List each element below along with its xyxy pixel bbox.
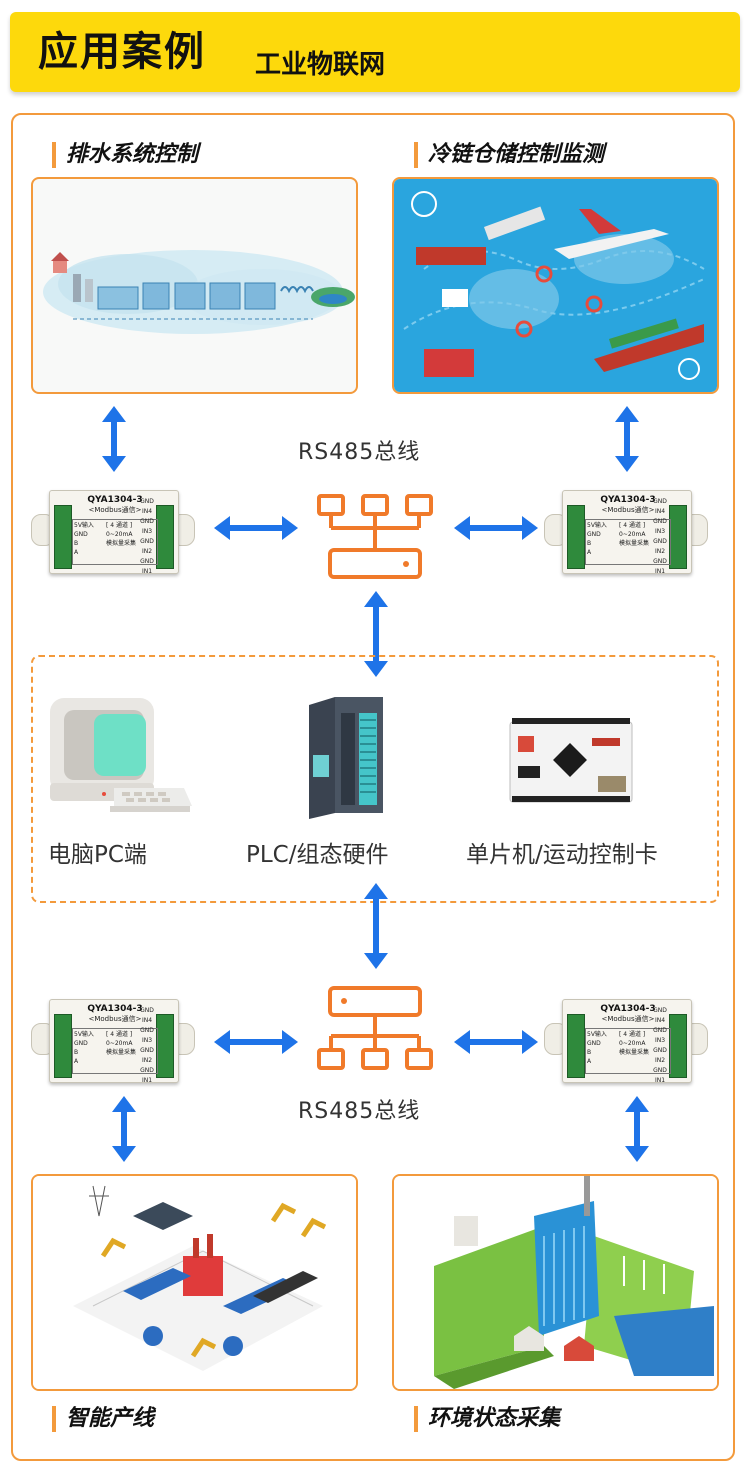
bus-label-top: RS485总线	[298, 440, 421, 465]
cold-chain-image	[392, 177, 719, 394]
arrow-module-to-production	[112, 1096, 136, 1162]
content-frame	[11, 113, 735, 1461]
header-banner: 应用案例 工业物联网	[10, 12, 740, 92]
arrow-module-left-to-bus	[214, 516, 298, 540]
bus-label-bottom: RS485总线	[298, 1099, 421, 1124]
module-name: QYA1304-3	[600, 495, 656, 505]
production-line-image	[31, 1174, 358, 1391]
pc-icon	[50, 698, 192, 812]
module-sub: <Modbus通信>	[601, 506, 655, 514]
arrow-bus-top-to-hosts	[364, 591, 388, 677]
module-sub: <Modbus通信>	[88, 506, 142, 514]
environment-illustration	[394, 1176, 717, 1389]
arrow-module-left-to-bus-bottom	[214, 1030, 298, 1054]
section-label-drainage: 排水系统控制	[52, 142, 198, 168]
arrow-module-to-environment	[625, 1096, 649, 1162]
section-label-production-line: 智能产线	[52, 1406, 154, 1432]
module-sub: <Modbus通信>	[88, 1015, 142, 1023]
arrow-drainage-to-module	[102, 406, 126, 472]
page-subtitle: 工业物联网	[255, 50, 386, 80]
arrow-coldchain-to-module	[615, 406, 639, 472]
arrow-bus-to-module-right	[454, 516, 538, 540]
rs485-bus-icon-top	[317, 494, 433, 579]
rs485-bus-icon-bottom	[317, 986, 433, 1070]
section-label-environment: 环境状态采集	[414, 1406, 560, 1432]
page-title: 应用案例	[38, 29, 206, 75]
plc-icon	[309, 697, 383, 819]
section-label-cold-chain: 冷链仓储控制监测	[414, 142, 604, 168]
host-label-pc: 电脑PC端	[48, 842, 147, 868]
module-name: QYA1304-3	[600, 1004, 656, 1014]
module-sub: <Modbus通信>	[601, 1015, 655, 1023]
cold-chain-illustration	[394, 179, 717, 392]
drainage-system-image	[31, 177, 358, 394]
drainage-illustration	[43, 250, 355, 334]
host-label-plc: PLC/组态硬件	[246, 842, 389, 868]
arrow-hosts-to-bus-bottom	[364, 883, 388, 969]
mcu-board-icon	[509, 718, 633, 803]
environment-image	[392, 1174, 719, 1391]
module-name: QYA1304-3	[87, 1004, 143, 1014]
arrow-bus-bottom-to-module-right	[454, 1030, 538, 1054]
production-line-illustration	[33, 1176, 356, 1389]
host-label-mcu: 单片机/运动控制卡	[466, 842, 658, 868]
module-name: QYA1304-3	[87, 495, 143, 505]
